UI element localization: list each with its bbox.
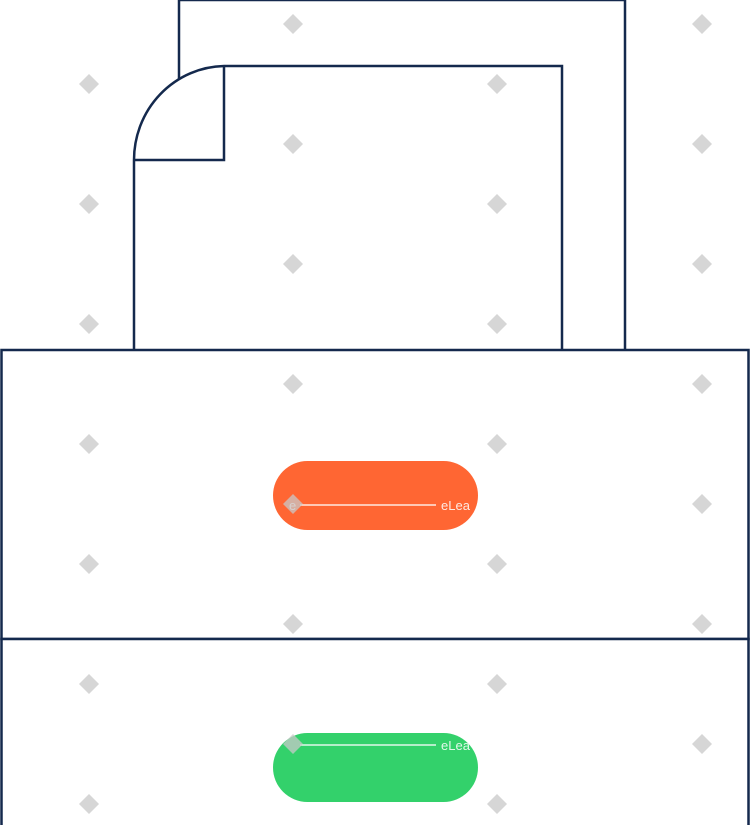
watermark-diamond: [487, 314, 507, 334]
watermark-diamond: [283, 374, 303, 394]
watermark-diamond: [283, 14, 303, 34]
watermark-diamond-grid: [79, 14, 712, 814]
top-drawer-handle[interactable]: [273, 461, 478, 530]
watermark-diamond: [692, 614, 712, 634]
watermark-diamond: [79, 794, 99, 814]
watermark-diamond: [283, 614, 303, 634]
watermark-diamond: [692, 134, 712, 154]
watermark-diamond: [283, 254, 303, 274]
watermark-diamond: [692, 14, 712, 34]
watermark-diamond: [79, 674, 99, 694]
watermark-diamond: [487, 794, 507, 814]
watermark-diamond: [283, 494, 303, 514]
watermark-diamond: [487, 74, 507, 94]
watermark-diamond: [79, 554, 99, 574]
bottom-drawer-handle[interactable]: [273, 733, 478, 802]
watermark-diamond: [692, 374, 712, 394]
watermark-diamond: [487, 554, 507, 574]
watermark-diamond: [79, 74, 99, 94]
watermark-diamond: [692, 734, 712, 754]
watermark-diamond: [283, 134, 303, 154]
paper-dog-ear-fold: [134, 66, 226, 162]
watermark-diamond: [79, 194, 99, 214]
watermark-diamond: [487, 194, 507, 214]
watermark-diamond: [283, 734, 303, 754]
watermark-diamond: [692, 494, 712, 514]
watermark-diamond: [79, 434, 99, 454]
front-paper-sheet: [132, 64, 564, 354]
watermark-diamond: [487, 674, 507, 694]
watermark-diamond: [692, 254, 712, 274]
watermark-diamond: [79, 314, 99, 334]
watermark-diamond: [487, 434, 507, 454]
watermark-text-bottom: eLea: [441, 738, 471, 753]
watermark-text-top: eLea: [441, 498, 471, 513]
